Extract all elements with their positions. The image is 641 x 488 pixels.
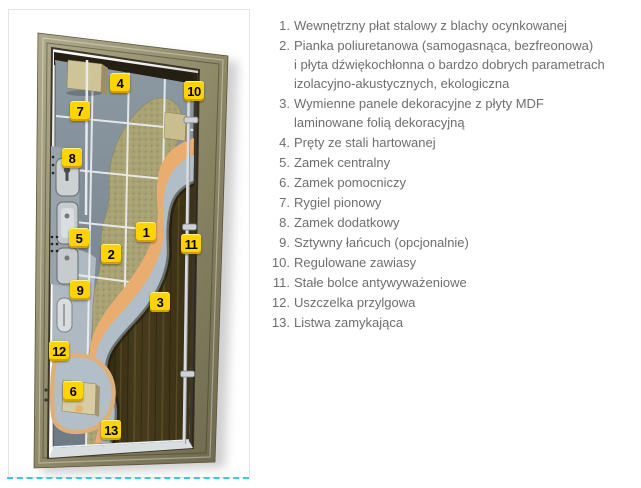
vertical-bolt-housing [66,59,108,96]
diagram-marker: 2 [101,244,121,264]
diagram-marker: 1 [136,222,156,242]
list-item-number: 9. [279,235,290,250]
list-item: 3. Wymienne panele dekoracyjne z płyty M… [268,94,636,132]
list-item-number: 6. [279,175,290,190]
list-item-text: Zamek dodatkowy [294,215,400,230]
list-item-text: Pręty ze stali hartowanej [294,135,436,150]
list-item-text: Listwa zamykająca [294,315,404,330]
diagram-marker: 12 [49,341,69,361]
diagram-marker-number: 11 [184,236,198,252]
closing-strip [49,439,193,458]
list-item-number: 4. [279,135,290,150]
list-item-text: Stałe bolce antywyważeniowe [294,275,467,290]
list-item-text: Rygiel pionowy [294,195,382,210]
list-item: 5. Zamek centralny [268,153,636,172]
list-item: 13. Listwa zamykająca [268,313,636,332]
diagram-marker: 5 [69,228,89,248]
list-item-number: 3. [279,96,290,111]
door-illustration [33,32,238,474]
diagram-marker-number: 13 [104,422,118,438]
diagram-marker-number: 5 [75,230,83,246]
diagram-marker-number: 1 [142,224,150,240]
list-item-number: 7. [279,195,290,210]
list-item-number: 2. [279,38,290,53]
diagram-marker: 3 [150,292,170,312]
list-item-text: Sztywny łańcuch (opcjonalnie) [294,235,469,250]
list-item: 1. Wewnętrzny płat stalowy z blachy ocyn… [268,16,636,35]
diagram-marker-number: 10 [187,83,201,99]
diagram-marker: 11 [181,234,201,254]
list-item-text: Zamek pomocniczy [294,175,406,190]
diagram-marker-number: 2 [107,246,115,262]
list-item-number: 10. [271,255,290,270]
diagram-marker-number: 12 [52,343,66,359]
diagram-marker: 9 [70,280,90,300]
list-item: 6. Zamek pomocniczy [268,173,636,192]
list-item-number: 13. [271,315,290,330]
list-item: 11. Stałe bolce antywyważeniowe [268,273,636,292]
list-item: 9. Sztywny łańcuch (opcjonalnie) [268,233,636,252]
diagram-marker-number: 9 [76,282,84,298]
list-item: 8. Zamek dodatkowy [268,213,636,232]
list-item-number: 5. [279,155,290,170]
list-item-number: 11. [272,275,290,290]
diagram-marker-number: 6 [69,383,77,399]
list-item-text: Pianka poliuretanowa (samogasnąca, bezfr… [294,38,605,91]
list-item-text: Zamek centralny [294,155,391,170]
diagram-marker: 13 [101,420,121,440]
diagram-marker: 10 [184,81,204,101]
parts-list: 1. Wewnętrzny płat stalowy z blachy ocyn… [268,16,636,333]
list-item-number: 12. [271,295,290,310]
diagram-marker: 7 [70,101,90,121]
door-diagram-panel: 1 2 3 4 5 6 7 8 9 10 [8,9,250,478]
list-item-text: Wewnętrzny płat stalowy z blachy ocynkow… [294,18,567,33]
list-item-number: 8. [279,215,290,230]
list-item: 4. Pręty ze stali hartowanej [268,133,636,152]
diagram-marker-number: 8 [68,150,76,166]
lock-hardware [50,146,80,288]
list-item: 2. Pianka poliuretanowa (samogasnąca, be… [268,36,636,93]
list-item-text: Wymienne panele dekoracyjne z płyty MDF … [294,96,544,130]
list-item-text: Regulowane zawiasy [294,255,417,270]
dashed-separator [7,477,249,479]
list-item-number: 1. [279,18,290,33]
anti-pry-bolt-rod [180,87,199,445]
diagram-marker-number: 4 [116,75,124,91]
hinge-gap-shadow [188,73,199,449]
diagram-marker: 6 [63,381,83,401]
diagram-marker-number: 3 [156,294,164,310]
list-item: 7. Rygiel pionowy [268,193,636,212]
diagram-marker: 4 [110,73,130,93]
diagram-marker: 8 [62,148,82,168]
rigid-chain [56,297,73,333]
vertical-bolt-rod [84,59,89,216]
diagram-marker-number: 7 [76,103,84,119]
list-item: 12. Uszczelka przylgowa [268,293,636,312]
list-item-text: Uszczelka przylgowa [294,295,416,310]
list-item: 10. Regulowane zawiasy [268,253,636,272]
